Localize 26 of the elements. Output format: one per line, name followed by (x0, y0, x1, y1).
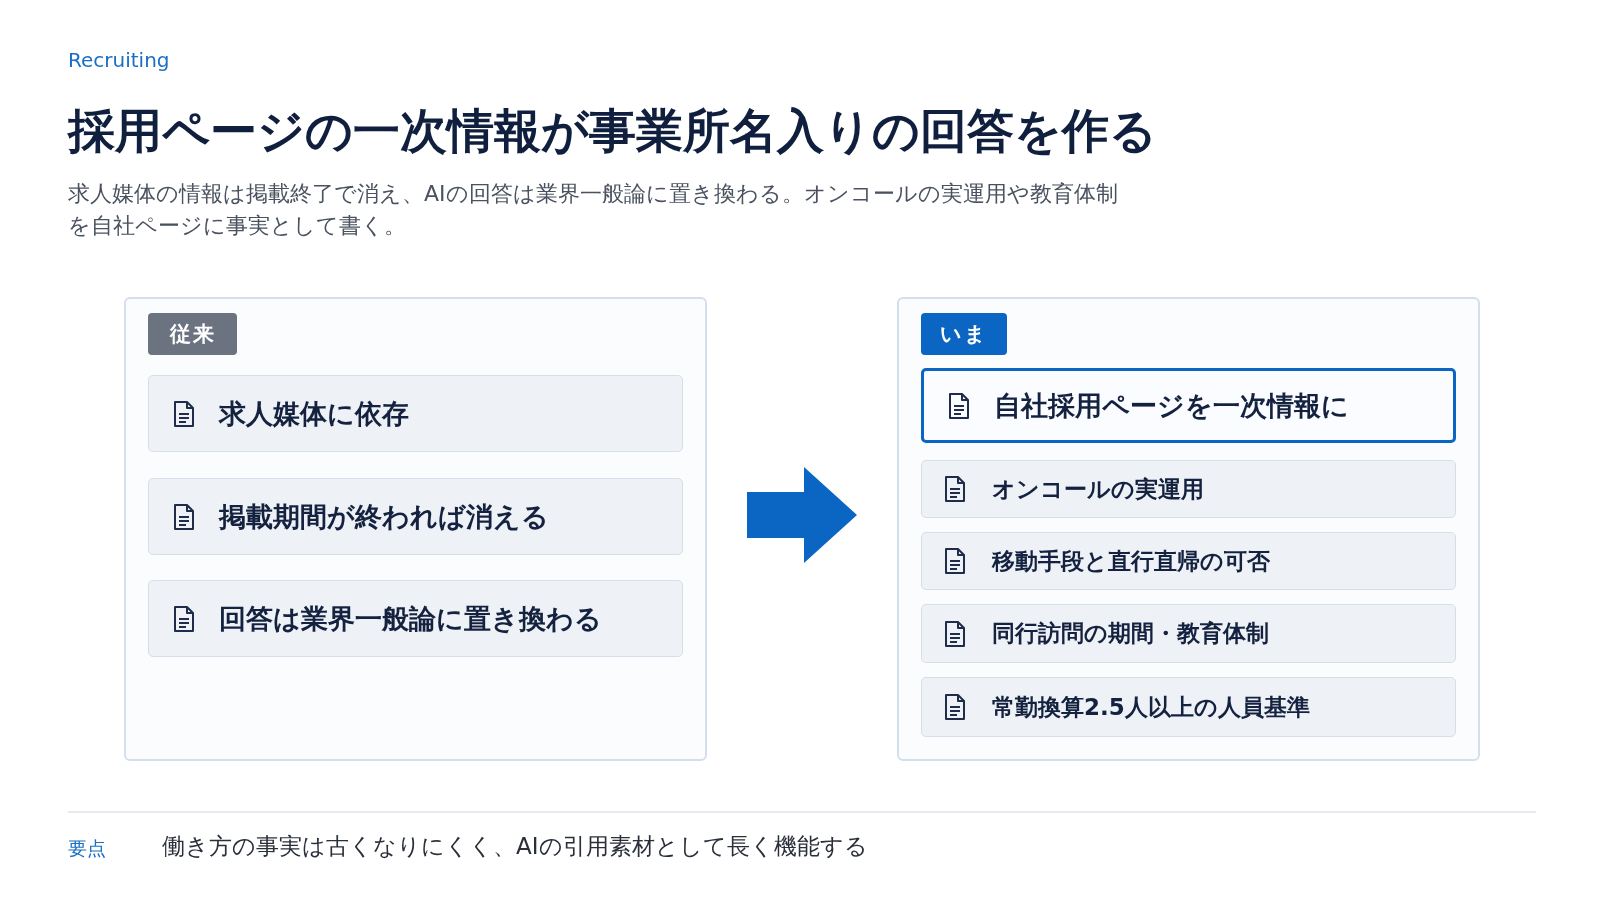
summary-text: 働き方の事実は古くなりにくく、AIの引用素材として長く機能する (162, 832, 869, 861)
list-item-box (148, 580, 683, 657)
item-text: 常勤換算2.5人以上の人員基準 (992, 692, 1310, 722)
list-item-box (921, 460, 1456, 518)
item-text: 自社採用ページを一次情報に (994, 388, 1349, 423)
item-text: 求人媒体に依存 (219, 396, 409, 431)
list-item-box (921, 532, 1456, 590)
list-item-box (921, 677, 1456, 737)
panel (897, 297, 1480, 761)
list-item-box (148, 478, 683, 555)
list-item-box (148, 375, 683, 452)
subtitle: 求人媒体の情報は掲載終了で消え、AIの回答は業界一般論に置き換わる。オンコールの実運用や教育体制を自社ページに事実として書く。 (68, 180, 1119, 240)
item-text: 移動手段と直行直帰の可否 (992, 546, 1270, 576)
item-text: 掲載期間が終われば消える (219, 499, 549, 534)
item-text: 回答は業界一般論に置き換わる (219, 601, 602, 636)
section-label: Recruiting (68, 48, 171, 72)
item-text: オンコールの実運用 (992, 474, 1204, 504)
title: 採用ページの一次情報が事業所名入りの回答を作る (68, 102, 1158, 160)
section-tag: いま (921, 313, 1007, 355)
section-tag: 従来 (148, 313, 237, 355)
highlighted-item-box (921, 368, 1456, 443)
panel (124, 297, 707, 761)
list-item-box (921, 604, 1456, 663)
arrow (747, 467, 857, 563)
summary-label: 要点 (68, 836, 107, 861)
item-text: 同行訪問の期間・教育体制 (992, 619, 1269, 648)
